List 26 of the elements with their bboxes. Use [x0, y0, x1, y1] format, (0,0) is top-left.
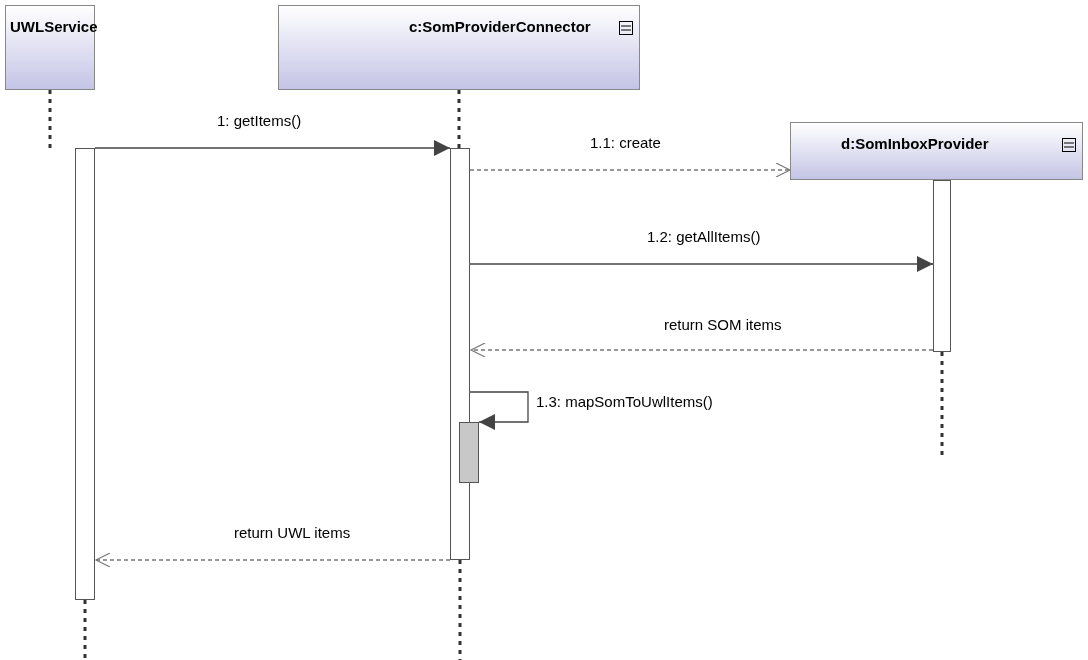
lifeline-header: [790, 122, 1083, 180]
return-arrow: [469, 162, 791, 178]
edge-label: 1.2: getAllItems(): [645, 228, 763, 245]
lifeline-name: UWLService: [10, 18, 98, 36]
edge-label: 1: getItems(): [215, 112, 304, 129]
lifeline-header: [5, 5, 95, 90]
message-arrow: [469, 256, 934, 272]
message-arrow: [469, 391, 529, 430]
return-arrow: [470, 342, 934, 358]
lifeline: [83, 600, 87, 660]
activation-bar: [459, 422, 479, 483]
lifeline-header: [278, 5, 640, 90]
return-arrow: [95, 552, 451, 568]
lifeline: [940, 352, 944, 455]
lifeline: [48, 90, 52, 148]
lifeline-name: c:SomProviderConnector: [409, 18, 591, 36]
lifeline-name: d:SomInboxProvider: [841, 135, 989, 153]
activation-bar: [450, 148, 470, 560]
edge-label: return UWL items: [232, 524, 353, 541]
activation-bar: [75, 148, 95, 600]
edge-label: 1.3: mapSomToUwlItems(): [534, 393, 715, 410]
message-arrow: [94, 140, 451, 156]
lifeline: [457, 90, 461, 148]
edge-label: return SOM items: [662, 316, 784, 333]
lifeline: [458, 560, 462, 660]
activation-bar: [933, 180, 951, 352]
